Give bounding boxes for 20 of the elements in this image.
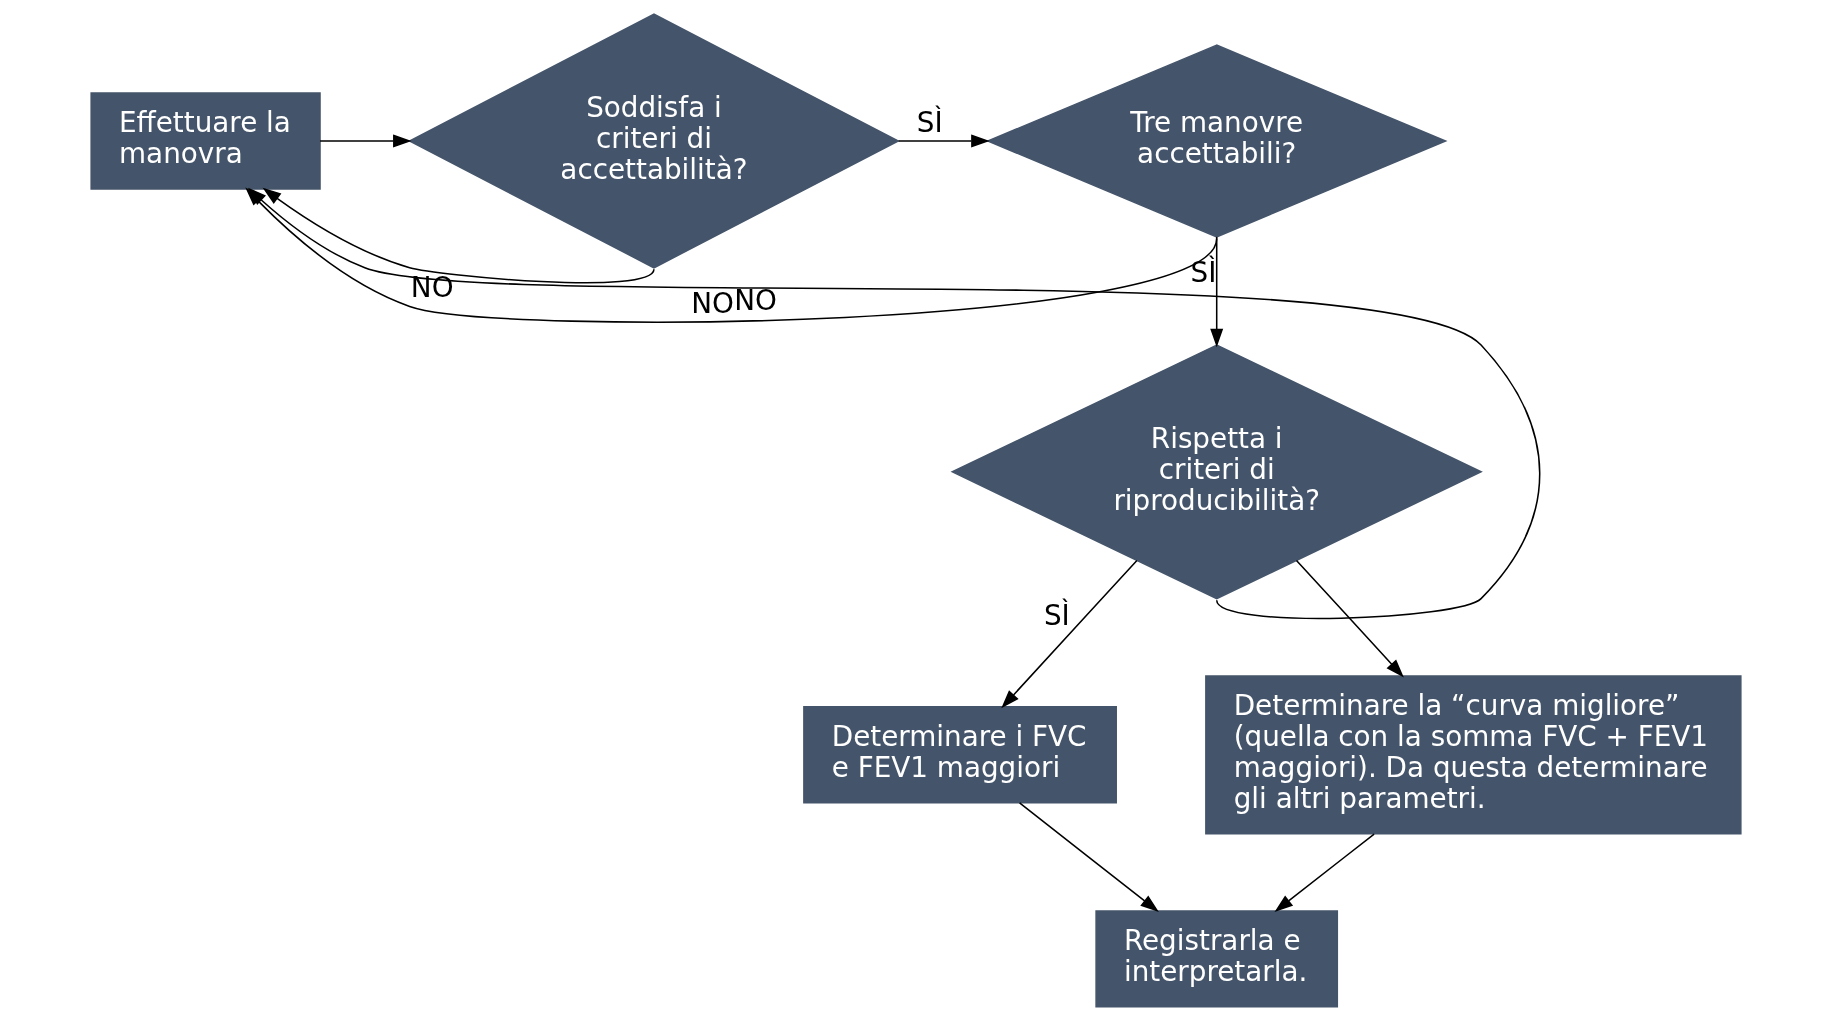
arrow [1018,802,1159,913]
arrow [319,134,412,148]
node-diamond: Tre manovre accettabili? [985,44,1448,238]
edge-label: SÌ [1190,256,1217,290]
node-diamond: Soddisfa i criteri di accettabilità? [408,13,900,269]
arrow [897,134,990,148]
edge-label: NO [691,286,734,320]
node-box: Registrarla e interpretarla. [1095,910,1339,1008]
edge-label: NO [734,284,777,318]
arrow [1001,559,1138,709]
edge-label: SÌ [1043,598,1070,632]
node-box: Determinare la “curva migliore” (quella con la somma FVC + FEV1 maggiori). Da questa determinare gli altri parametri. [1205,675,1742,835]
arrow [262,187,655,284]
node-box: Effettuare la manovra [90,92,321,190]
arrow [1274,833,1375,913]
edge-label: NO [410,270,454,304]
edge-label: SÌ [916,106,943,140]
node-box: Determinare i FVC e FEV1 maggiori [803,706,1117,804]
arrow [1210,236,1224,348]
arrow [1295,559,1404,678]
